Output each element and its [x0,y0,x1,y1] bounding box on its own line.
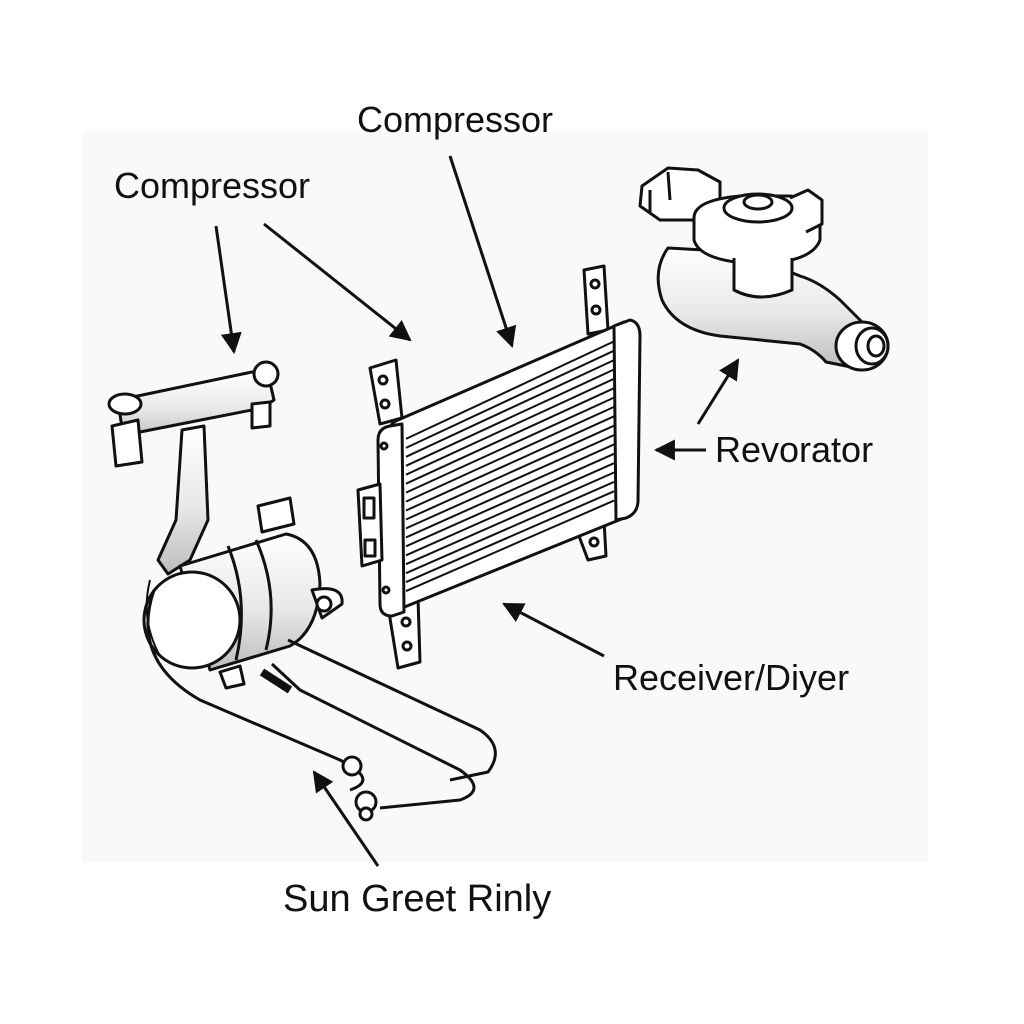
condenser-fin [405,452,615,548]
label-compressor-top: Compressor [357,99,554,140]
label-bottom: Sun Greet Rinly [283,878,552,920]
arrow-receiver [502,602,605,658]
label-compressor-left: Compressor [114,165,311,206]
condenser-fin [405,424,615,521]
label-receiver-dryer: Receiver/Diyer [613,657,850,698]
condenser-fin [405,443,615,539]
condenser-fin [405,471,615,566]
condenser-fin [405,359,615,458]
condenser-fin [405,490,615,584]
condenser-fin [405,462,615,557]
condenser-fin [405,349,615,449]
compressor-drawing [107,360,497,822]
leader-arrows [214,155,740,867]
condenser-drawing [356,264,642,670]
condenser-fin [405,499,615,593]
condenser-fin [405,340,615,440]
arrow-compressor-left-1 [214,225,242,355]
condenser-fin [405,387,615,485]
condenser-fin [405,415,615,512]
condenser-fin [405,368,615,467]
condenser-fin [405,434,615,530]
arrow-bottom [312,770,380,867]
condenser-fin [405,405,615,503]
condenser-fin [405,396,615,494]
arrow-compressor-top [448,155,517,348]
condenser-fin [405,480,615,575]
condenser-fin [405,377,615,476]
arrow-to-valve [696,358,740,425]
revorator-drawing [638,166,890,372]
label-revorator: Revorator [715,429,874,470]
arrow-compressor-left-2 [263,222,412,342]
